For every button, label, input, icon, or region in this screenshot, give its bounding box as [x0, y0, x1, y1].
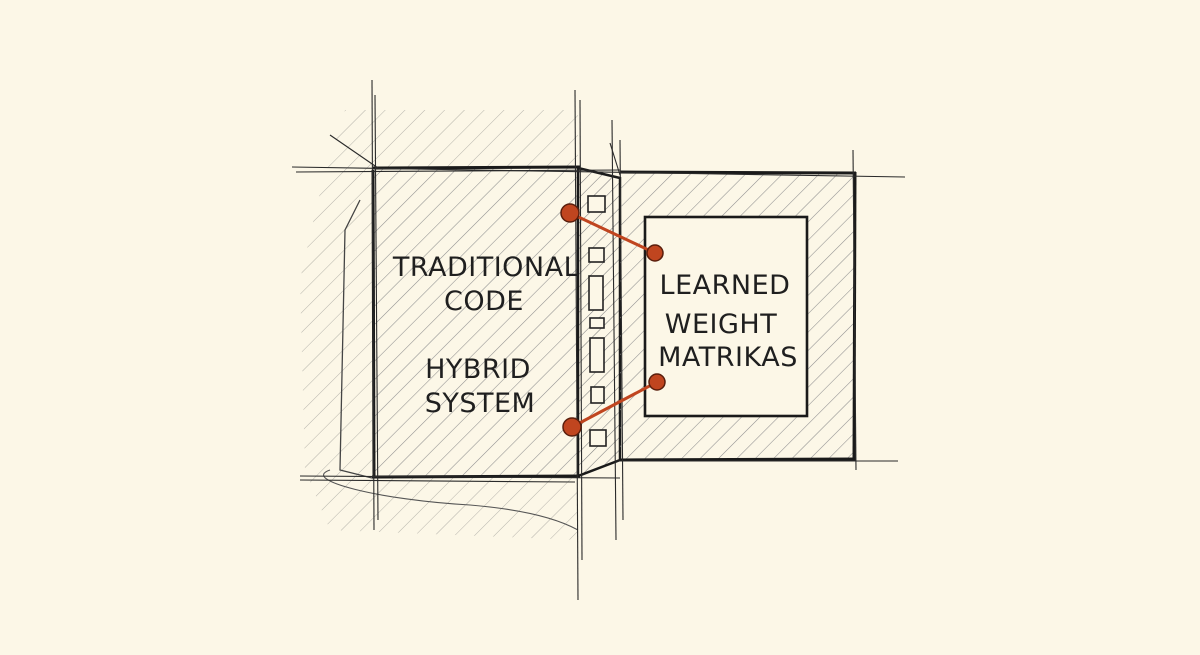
port-slot — [589, 429, 607, 447]
learned-weights-frame — [619, 170, 857, 462]
connector-node — [560, 203, 580, 223]
port-slot — [588, 275, 604, 311]
label-hybrid: HYBRID — [425, 354, 531, 385]
label-code: CODE — [444, 286, 524, 317]
label-matrikas: MATRIKAS — [658, 342, 798, 373]
port-slot — [587, 195, 606, 213]
left-box-labels: TRADITIONAL CODE HYBRID SYSTEM — [392, 252, 579, 419]
top-connector-line — [569, 211, 656, 255]
traditional-code-box — [371, 165, 581, 479]
port-slot — [590, 386, 605, 404]
label-system: SYSTEM — [425, 388, 536, 419]
connector-node — [648, 373, 666, 391]
weights-inner-panel — [643, 215, 809, 418]
label-traditional: TRADITIONAL — [392, 252, 579, 283]
bottom-connector-line — [571, 380, 658, 429]
right-box-labels: LEARNED WEIGHT MATRIKAS — [658, 270, 798, 373]
connector-node — [646, 244, 664, 262]
connectors — [560, 203, 666, 437]
label-learned: LEARNED — [660, 270, 791, 301]
interface-strip — [576, 166, 622, 478]
construction-lines — [291, 79, 906, 601]
port-slot — [589, 337, 605, 373]
connector-node — [562, 417, 582, 437]
port-slot — [589, 317, 605, 329]
label-weight: WEIGHT — [665, 309, 777, 340]
port-slot — [588, 247, 605, 263]
